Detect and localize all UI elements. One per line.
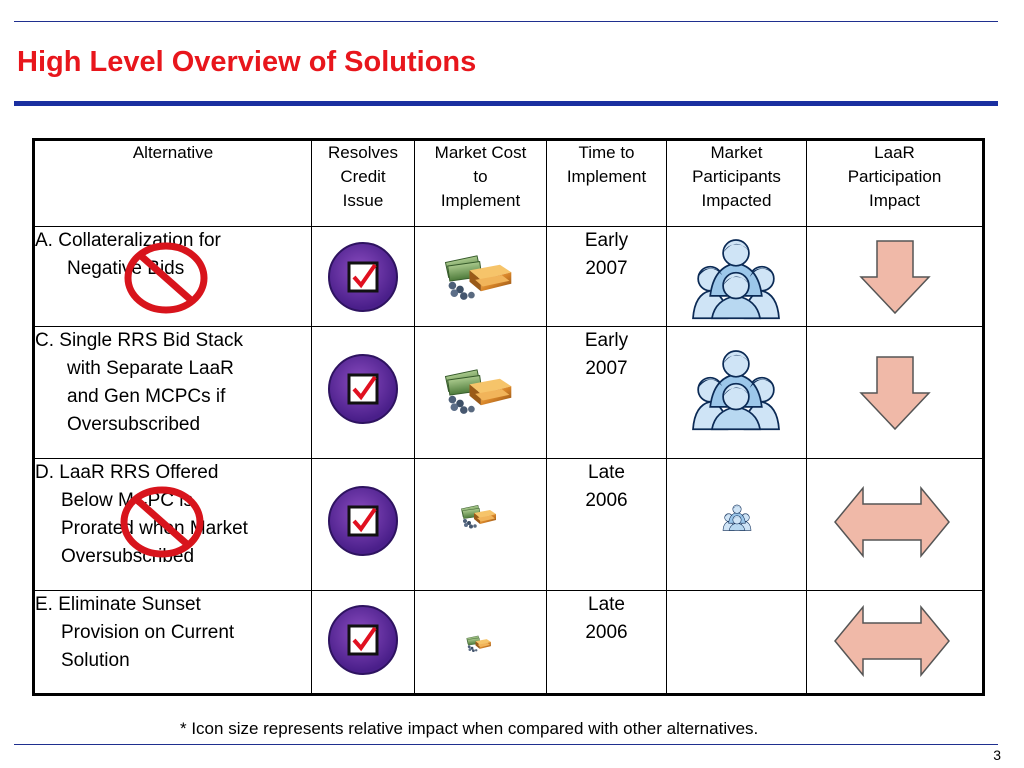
time-cell: Early 2007 (546, 226, 667, 327)
market-cost-cell (414, 458, 547, 591)
alternative-cell: A. Collateralization for Negative Bids (33, 226, 312, 327)
participants-cell (666, 590, 807, 695)
bottom-rule (14, 744, 998, 745)
time-text: Late (588, 462, 625, 483)
resolves-credit-cell (311, 458, 415, 591)
time-cell: Late 2006 (546, 458, 667, 591)
time-cell: Late 2006 (546, 590, 667, 695)
resolves-credit-cell (311, 326, 415, 459)
checkmark-icon (328, 486, 398, 556)
alternative-text: Below MCPC is (61, 490, 193, 511)
time-text: Early (584, 230, 629, 251)
time-text: Early (584, 330, 629, 351)
alternative-text: Solution (61, 650, 130, 671)
participants-cell (666, 226, 807, 327)
top-rule (14, 21, 998, 22)
footnote: * Icon size represents relative impact w… (180, 719, 759, 738)
table-row: D. LaaR RRS Offered Below MCPC is Prorat… (33, 458, 984, 591)
checkmark-icon (328, 354, 398, 424)
alternative-text: Provision on Current (61, 622, 235, 643)
no-symbol-icon (120, 486, 204, 558)
time-text: Late (588, 594, 625, 615)
laar-impact-cell (806, 326, 984, 459)
money-gold-icon (441, 365, 517, 419)
table-row: E. Eliminate Sunset Provision on Current… (33, 590, 984, 695)
title-underline (14, 101, 998, 106)
alternative-text: and Gen MCPCs if (67, 386, 226, 407)
table-row: A. Collateralization for Negative Bids E… (33, 226, 984, 327)
down-arrow-icon (859, 356, 931, 431)
alternative-cell: D. LaaR RRS Offered Below MCPC is Prorat… (33, 458, 312, 591)
resolves-credit-cell (311, 226, 415, 327)
people-group-icon (676, 345, 796, 431)
laar-impact-cell (806, 226, 984, 327)
alternative-cell: E. Eliminate Sunset Provision on Current… (33, 590, 312, 695)
header-alternative: Alternative (33, 139, 312, 227)
checkmark-icon (328, 605, 398, 675)
money-gold-icon (459, 503, 499, 531)
people-group-icon (719, 503, 755, 531)
slide-title: High Level Overview of Solutions (17, 46, 477, 78)
no-symbol-icon (124, 242, 208, 314)
laar-impact-cell (806, 590, 984, 695)
resolves-credit-cell (311, 590, 415, 695)
money-gold-icon (465, 634, 493, 654)
time-text: 2007 (585, 358, 628, 379)
alternative-text: Negative Bids (67, 258, 185, 279)
participants-cell (666, 458, 807, 591)
double-arrow-icon (834, 486, 950, 558)
time-text: 2007 (585, 258, 628, 279)
alternative-text: E. Eliminate Sunset (35, 594, 201, 615)
alternative-text: D. LaaR RRS Offered (35, 462, 219, 483)
alternative-text: C. Single RRS Bid Stack (35, 330, 244, 351)
time-text: 2006 (585, 490, 628, 511)
people-group-icon (676, 234, 796, 320)
participants-cell (666, 326, 807, 459)
money-gold-icon (441, 251, 517, 305)
checkmark-icon (328, 242, 398, 312)
page-number: 3 (993, 747, 1001, 763)
time-text: 2006 (585, 622, 628, 643)
alternative-cell: C. Single RRS Bid Stack with Separate La… (33, 326, 312, 459)
market-cost-cell (414, 226, 547, 327)
time-cell: Early 2007 (546, 326, 667, 459)
market-cost-cell (414, 590, 547, 695)
table-row: C. Single RRS Bid Stack with Separate La… (33, 326, 984, 459)
down-arrow-icon (859, 240, 931, 315)
alternative-text: Oversubscribed (67, 414, 201, 435)
double-arrow-icon (834, 605, 950, 677)
laar-impact-cell (806, 458, 984, 591)
alternative-text: with Separate LaaR (67, 358, 234, 379)
market-cost-cell (414, 326, 547, 459)
